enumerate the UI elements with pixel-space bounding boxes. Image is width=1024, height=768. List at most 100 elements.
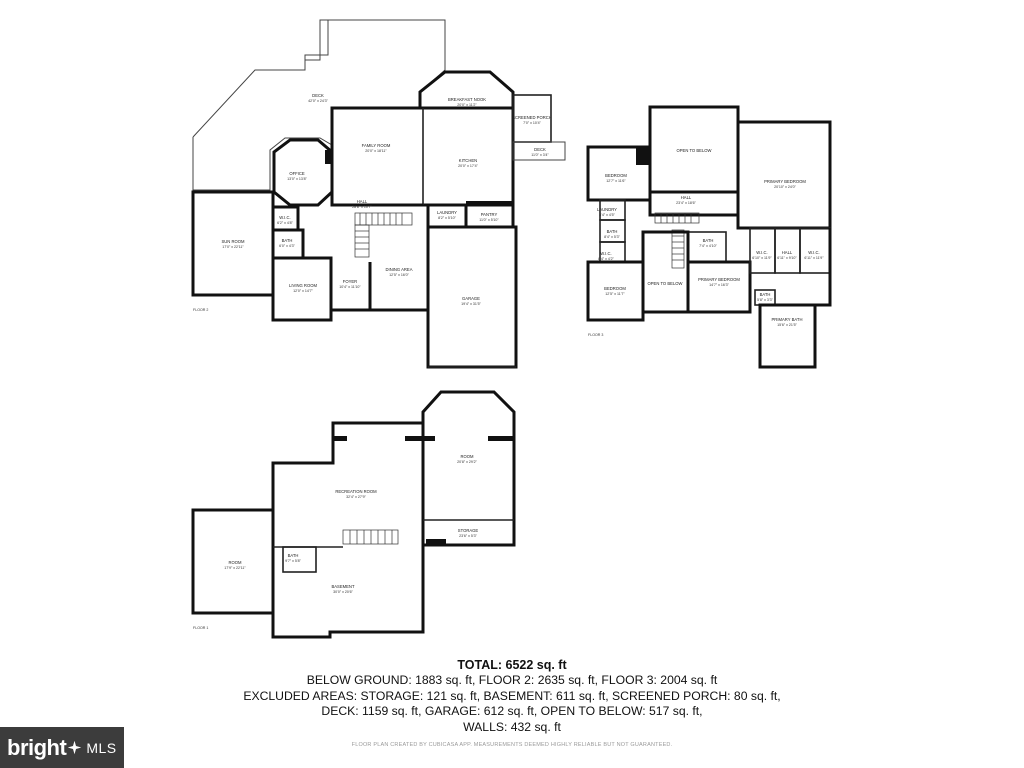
room-label-storage: STORAGE [458,528,479,533]
room-label-hall-b: HALL [782,250,793,255]
disclaimer: FLOOR PLAN CREATED BY CUBICASA APP. MEAS… [351,742,673,748]
recreation-room-walls [271,421,423,513]
svg-text:11'0" x 3'4": 11'0" x 3'4" [531,153,549,157]
room-label-bedroom-a: BEDROOM [605,173,627,178]
svg-text:19'4" x 31'5": 19'4" x 31'5" [461,302,481,306]
primary-bath-walls [758,303,817,369]
room-label-bedroom-b: BEDROOM [604,286,626,291]
room-label-room-a: ROOM [460,454,474,459]
total-area: TOTAL: 6522 sq. ft [457,658,567,672]
room-label-hall: HALL [357,199,368,204]
stairs-floor-1 [342,529,399,545]
room-label-open-to-below-mid: OPEN TO BELOW [648,281,683,286]
svg-text:5'8" x 3'3": 5'8" x 3'3" [757,298,773,302]
room-label-sun-room: SUN ROOM [221,239,245,244]
svg-text:17'0" x 22'11": 17'0" x 22'11" [222,245,244,249]
open-to-below-mid-walls [641,230,690,314]
logo-word: bright [7,734,67,760]
room-label-office: OFFICE [289,171,305,176]
floor-3-plan: FLOOR 3 OPEN TO BELOW PRIMARY BEDROOM 20… [586,105,832,369]
room-label-primary-bath: PRIMARY BATH [772,317,803,322]
primary-bedroom-walls [736,120,832,230]
area-summary: TOTAL: 6522 sq. ft BELOW GROUND: 1883 sq… [0,658,1024,735]
room-label-primary-bedroom-2: PRIMARY BEDROOM [698,277,740,282]
room-label-primary-bedroom: PRIMARY BEDROOM [764,179,806,184]
floor-2-label: FLOOR 2 [193,308,208,312]
svg-text:6'2" x 4'8": 6'2" x 4'8" [277,221,293,225]
hall-walls [648,192,740,228]
svg-text:12'7" x 11'6": 12'7" x 11'6" [606,179,626,183]
svg-text:11'0" x 5'10": 11'0" x 5'10" [479,218,499,222]
small-deck-outline [512,141,566,161]
room-a-walls [421,390,516,547]
svg-text:20'0" x 11'2": 20'0" x 11'2" [457,103,477,107]
primary-bedroom-2-walls [686,260,752,314]
room-label-living-room: LIVING ROOM [289,283,317,288]
room-label-recreation-room: RECREATION ROOM [335,489,377,494]
floor-plan-diagram: FLOOR 2 DECK 42'0" x 24'3" BREAKFAST NOO… [191,19,832,639]
room-label-wic-a: W.I.C. [600,251,611,256]
room-label-dining-area: DINING AREA [386,267,413,272]
svg-text:7'0" x 10'4": 7'0" x 10'4" [523,121,541,125]
svg-text:8'4" x 5'3": 8'4" x 5'3" [604,235,620,239]
room-label-screened-porch: SCREENED PORCH [512,115,552,120]
svg-text:6'10" x 11'9": 6'10" x 11'9" [752,256,772,260]
room-label-kitchen: KITCHEN [459,158,477,163]
room-label-open-to-below-top: OPEN TO BELOW [677,148,712,153]
logo-mls: MLS [86,739,117,756]
stairs-floor-3 [654,212,700,269]
area-line-4: WALLS: 432 sq. ft [463,719,561,734]
svg-text:7'4" x 4'10": 7'4" x 4'10" [699,244,717,248]
foyer-walls [329,258,372,312]
room-label-bath-c: BATH [760,292,771,297]
svg-text:10'4" x 11'10": 10'4" x 11'10" [339,285,361,289]
svg-text:12'5" x 11'7": 12'5" x 11'7" [605,292,625,296]
svg-text:6'11" x 11'9": 6'11" x 11'9" [804,256,824,260]
room-label-bath-f1: BATH [288,553,299,558]
deck-outline [192,19,446,191]
svg-text:17'9" x 22'11": 17'9" x 22'11" [224,566,246,570]
bright-mls-star-icon [68,740,82,755]
room-label-laundry: LAUNDRY [437,210,457,215]
room-label-laundry-f3: LAUNDRY [597,207,617,212]
area-line-1: BELOW GROUND: 1883 sq. ft, FLOOR 2: 2635… [306,673,718,688]
svg-text:20'8" x 29'2": 20'8" x 29'2" [457,460,477,464]
room-label-wic-c: W.I.C. [808,250,819,255]
svg-text:8'4" x 4'2": 8'4" x 4'2" [598,257,614,261]
svg-text:8'2" x 5'10": 8'2" x 5'10" [438,216,456,220]
svg-text:32'4" x 27'9": 32'4" x 27'9" [346,495,366,499]
room-label-wic-b: W.I.C. [756,250,767,255]
room-label-room-b: ROOM [228,560,242,565]
svg-text:8'4" x 4'5": 8'4" x 4'5" [599,213,615,217]
room-label-breakfast-nook: BREAKFAST NOOK [448,97,486,102]
svg-text:15'6" x 21'5": 15'6" x 21'5" [777,323,797,327]
area-line-3: DECK: 1159 sq. ft, GARAGE: 612 sq. ft, O… [321,704,703,719]
svg-text:42'0" x 24'3": 42'0" x 24'3" [308,99,328,103]
svg-text:13'0" x 13'8": 13'0" x 13'8" [287,177,307,181]
svg-text:23'4" x 18'6": 23'4" x 18'6" [676,201,696,205]
room-label-bath: BATH [282,238,293,243]
floor-1-label: FLOOR 1 [193,626,208,630]
svg-text:20'0" x 18'11": 20'0" x 18'11" [365,149,387,153]
stairs-floor-2 [354,212,413,258]
svg-text:23'6" x 5'3": 23'6" x 5'3" [459,534,477,538]
svg-text:6'0" x 4'3": 6'0" x 4'3" [279,244,295,248]
svg-text:14'7" x 16'3": 14'7" x 16'3" [709,283,729,287]
room-label-hall-f3: HALL [681,195,692,200]
room-label-deck: DECK [312,93,324,98]
room-label-family-room: FAMILY ROOM [362,143,391,148]
room-label-wic: W.I.C. [279,215,290,220]
office-walls [272,138,334,207]
svg-text:30'0" x 20'6": 30'0" x 20'6" [333,590,353,594]
floor-2-plan: FLOOR 2 DECK 42'0" x 24'3" BREAKFAST NOO… [191,19,566,369]
bright-mls-logo: bright MLS [0,727,124,768]
svg-text:20'10" x 24'0": 20'10" x 24'0" [774,185,796,189]
room-label-deck-small: DECK [534,147,546,152]
room-label-pantry: PANTRY [481,212,498,217]
svg-text:20'0" x 17'4": 20'0" x 17'4" [458,164,478,168]
svg-text:12'5" x 16'0": 12'5" x 16'0" [389,273,409,277]
room-label-bath-a: BATH [607,229,618,234]
svg-text:28'8" x 10'7": 28'8" x 10'7" [352,205,372,209]
room-label-bath-b: BATH [703,238,714,243]
floor-3-label: FLOOR 3 [588,333,603,337]
